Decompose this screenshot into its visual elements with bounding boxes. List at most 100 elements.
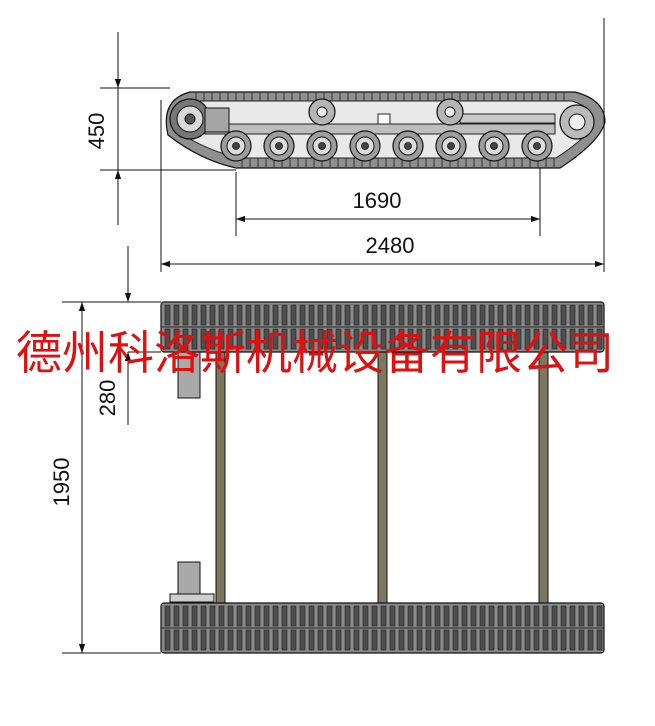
track-pad (182, 304, 189, 326)
track-pad (335, 605, 342, 627)
track-pad (290, 328, 297, 350)
track-pad (398, 605, 405, 627)
track-pad (515, 304, 522, 326)
track-pad (344, 304, 351, 326)
track-pad (533, 629, 540, 651)
track-pad (425, 605, 432, 627)
track-pad (173, 328, 180, 350)
track-pad (479, 629, 486, 651)
track-pad (218, 328, 225, 350)
track-pad (326, 605, 333, 627)
track-pad (389, 328, 396, 350)
dim-track-width: 280 (95, 246, 161, 425)
track-pad (326, 304, 333, 326)
track-pad (569, 605, 576, 627)
track-pad (182, 605, 189, 627)
tension-cylinder (459, 113, 556, 124)
track-pads-lower (164, 605, 603, 651)
track-pad (488, 304, 495, 326)
track-pad (281, 629, 288, 651)
track-pad (245, 605, 252, 627)
track-pad (488, 605, 495, 627)
track-pad (227, 605, 234, 627)
track-pad (272, 304, 279, 326)
road-wheel (306, 130, 338, 162)
cross-beam-left (215, 351, 226, 605)
track-pad (272, 629, 279, 651)
track-pad (317, 605, 324, 627)
track-pad (362, 629, 369, 651)
dim-side-height-label: 450 (84, 113, 109, 150)
track-pad (236, 605, 243, 627)
track-pad (560, 629, 567, 651)
track-pad (434, 304, 441, 326)
track-pad (182, 629, 189, 651)
track-pad (578, 629, 585, 651)
track-pad (524, 629, 531, 651)
track-pad (560, 605, 567, 627)
track-pad (506, 629, 513, 651)
track-pad (353, 304, 360, 326)
track-pad (353, 629, 360, 651)
track-pad (596, 328, 603, 350)
track-pad (551, 629, 558, 651)
track-pad (200, 605, 207, 627)
track-pad (362, 304, 369, 326)
track-pad (362, 605, 369, 627)
track-pad (515, 328, 522, 350)
track-pad (560, 328, 567, 350)
track-pad (407, 605, 414, 627)
track-pad (209, 629, 216, 651)
track-pad (272, 605, 279, 627)
track-pad (542, 304, 549, 326)
dim-overall-length: 2480 (160, 18, 605, 272)
track-pad (452, 629, 459, 651)
track-pad (191, 304, 198, 326)
track-pad (524, 605, 531, 627)
track-pad (164, 328, 171, 350)
track-pad (389, 629, 396, 651)
track-pad (542, 629, 549, 651)
track-pad (308, 328, 315, 350)
track-pad (299, 605, 306, 627)
track-pad (497, 629, 504, 651)
track-pad (254, 304, 261, 326)
track-pad (263, 605, 270, 627)
dim-track-width-label: 280 (95, 380, 120, 417)
track-pad (227, 304, 234, 326)
track-pad (371, 629, 378, 651)
track-pad (461, 629, 468, 651)
side-frame-beam (204, 123, 556, 135)
track-pad (290, 629, 297, 651)
track-pad (443, 328, 450, 350)
track-pad (200, 629, 207, 651)
track-pad (416, 605, 423, 627)
track-pad (551, 328, 558, 350)
track-pad (263, 629, 270, 651)
road-wheel (263, 130, 295, 162)
track-pad (371, 328, 378, 350)
track-pad (371, 304, 378, 326)
road-wheel (521, 130, 553, 162)
track-pad (407, 304, 414, 326)
track-pad (209, 328, 216, 350)
track-pad (506, 328, 513, 350)
track-pad (389, 304, 396, 326)
track-pad (299, 629, 306, 651)
track-pad (416, 328, 423, 350)
dim-overall-width: 1950 (49, 301, 161, 654)
track-pad (407, 328, 414, 350)
track-pad (344, 605, 351, 627)
track-pad (443, 629, 450, 651)
track-pad (326, 629, 333, 651)
track-pad (182, 328, 189, 350)
track-pad (380, 605, 387, 627)
top-view (160, 301, 605, 654)
track-grousers-top (195, 92, 565, 101)
road-wheel (220, 130, 252, 162)
track-pad (551, 304, 558, 326)
track-pad (380, 304, 387, 326)
track-pad (209, 605, 216, 627)
track-pad (569, 328, 576, 350)
track-pad (452, 304, 459, 326)
